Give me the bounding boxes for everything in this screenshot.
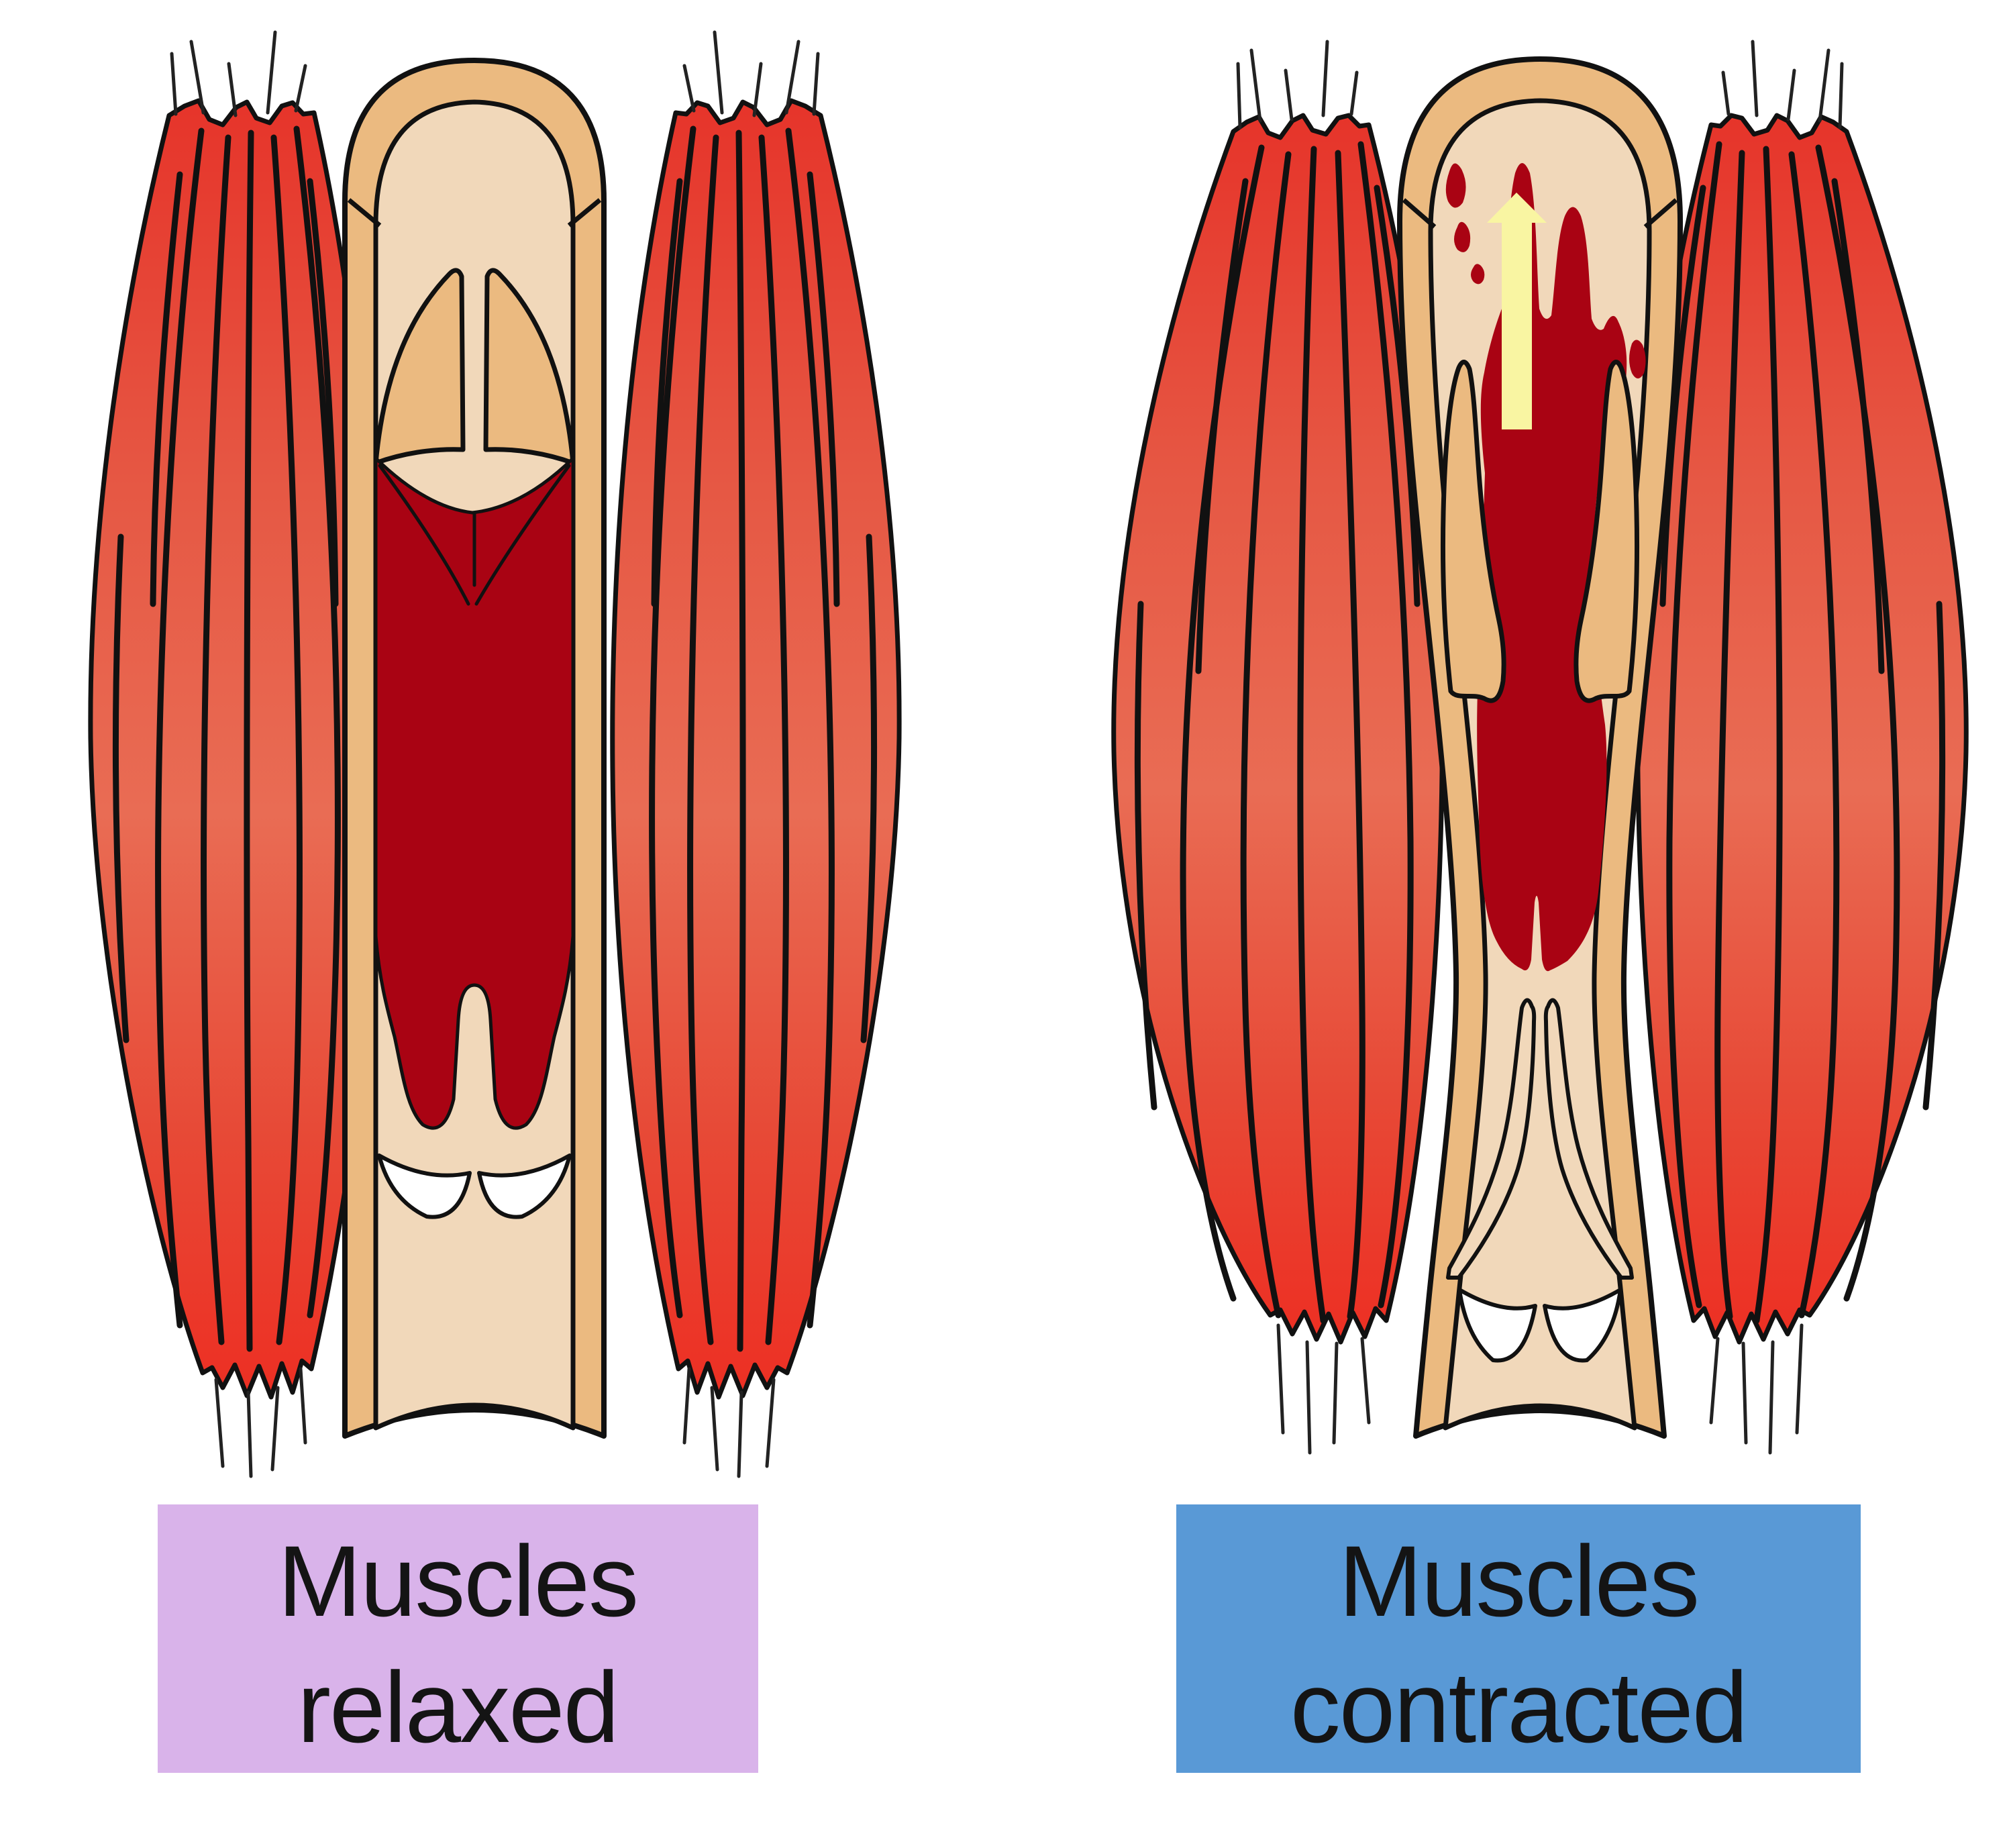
label-relaxed-background <box>158 1504 758 1773</box>
lower-valve-cusp-right <box>477 1153 572 1219</box>
lower-valve-cusp-right <box>1543 1288 1622 1363</box>
vein-contracted <box>1397 56 1683 1439</box>
label-muscles-contracted: Muscles contracted <box>1176 1504 1861 1773</box>
tendon-fibers <box>1236 40 1371 1455</box>
muscle-relaxed-left <box>88 30 380 1478</box>
upper-valve-leaflet-left <box>373 268 466 466</box>
muscle-contracted-right <box>1638 42 1967 1453</box>
relaxed-panel: Muscles relaxed <box>88 30 899 1773</box>
upper-valve-leaflet-right <box>483 268 576 466</box>
vein-wall-bevel-lines <box>1402 198 1678 229</box>
label-relaxed-line1: Muscles <box>278 1525 637 1637</box>
tendon-fibers <box>170 30 307 1478</box>
blood-flow-up-arrow-icon <box>1487 193 1547 429</box>
label-contracted-background <box>1176 1504 1861 1773</box>
label-contracted-line1: Muscles <box>1339 1525 1698 1637</box>
label-muscles-relaxed: Muscles relaxed <box>158 1504 758 1773</box>
muscle-relaxed-right <box>613 32 899 1476</box>
label-contracted-line2: contracted <box>1290 1651 1747 1763</box>
muscle-fiber-streaks <box>112 125 341 1352</box>
closed-valve-leaflet-left <box>1446 998 1537 1280</box>
label-relaxed-line2: relaxed <box>297 1651 618 1763</box>
blood-column <box>374 456 575 1130</box>
vein-relaxed <box>342 58 607 1439</box>
muscle-belly <box>88 98 380 1400</box>
lower-valve-cusp-left <box>1457 1288 1537 1363</box>
contracted-panel: Muscles contracted <box>1111 40 1967 1773</box>
vein-wall-bevel-lines <box>347 198 602 227</box>
valve-cusp-hairlines <box>378 464 571 606</box>
lower-valve-cusp-left <box>377 1153 472 1219</box>
muscle-contracted-left <box>1111 40 1445 1455</box>
open-valve-cusp-left <box>1440 360 1506 703</box>
muscle-fiber-streaks <box>1134 141 1421 1324</box>
